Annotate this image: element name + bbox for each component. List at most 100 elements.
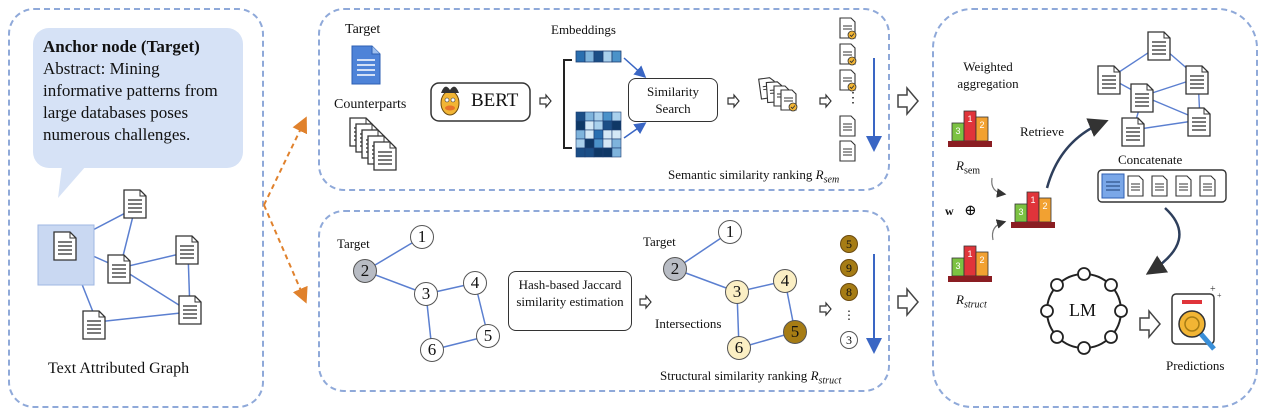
- embedding-cell: [611, 147, 622, 158]
- embedding-cell: [575, 138, 586, 149]
- semantic-ranking-caption: Semantic similarity ranking Rsem: [668, 167, 840, 186]
- retrieved-graph-docs: [1097, 31, 1211, 147]
- right-node-6: 6: [727, 336, 751, 360]
- right-node-5: 5: [783, 320, 807, 344]
- ranked-doc-stack: [758, 76, 798, 112]
- embedding-cell: [602, 147, 613, 158]
- embedding-cell: [593, 147, 604, 158]
- left-node-5: 5: [476, 324, 500, 348]
- right-node-2: 2: [663, 257, 687, 281]
- r-sem-label: Rsem: [956, 158, 981, 177]
- embedding-cell: [593, 111, 604, 122]
- left-panel-caption: Text Attributed Graph: [48, 360, 190, 377]
- aggregated-ranking-podium: 312: [1011, 191, 1055, 228]
- podium-rank-label: 3: [1018, 207, 1023, 217]
- podium-rank-label: 2: [1042, 201, 1047, 211]
- podium-rank-label: 2: [979, 120, 984, 130]
- graph-doc: [178, 295, 202, 325]
- target-label: Target: [345, 22, 381, 37]
- embedding-cell: [575, 147, 586, 158]
- oplus-symbol: ⊕: [964, 203, 977, 219]
- podium-rank-label: 1: [967, 249, 972, 259]
- embedding-cell: [593, 129, 604, 140]
- embedding-cell: [611, 138, 622, 149]
- podium-rank-label: 3: [955, 261, 960, 271]
- embedding-cell: [593, 120, 604, 131]
- embedding-cell: [575, 129, 586, 140]
- left-node-3: 3: [414, 282, 438, 306]
- embedding-cell: [602, 129, 613, 140]
- lm-label: LM: [1069, 300, 1096, 320]
- bubble-abstract: Abstract: Mining informative patterns fr…: [43, 59, 218, 144]
- lm-to-prediction-arrow: [1139, 308, 1161, 340]
- concatenated-docs: [1101, 173, 1216, 199]
- left-node-4: 4: [463, 271, 487, 295]
- prediction-magnifier-icon: + +: [1171, 284, 1222, 351]
- retrieve-arrow: [1045, 118, 1109, 189]
- graph-doc: [123, 189, 147, 219]
- embedding-cell: [584, 138, 595, 149]
- ranking-item: 5: [840, 235, 858, 253]
- podium-base: [948, 141, 992, 147]
- svg-text:+: +: [1217, 291, 1222, 300]
- bert-mascot-icon: [440, 86, 460, 116]
- structural-ranking-caption: Structural similarity ranking Rstruct: [660, 368, 842, 387]
- embedding-cell: [593, 138, 604, 149]
- ranking-item: 8: [840, 283, 858, 301]
- graph-doc: [107, 254, 131, 284]
- embedding-cell: [584, 111, 595, 122]
- bubble-tail: [58, 166, 86, 198]
- lm-ring-nodes: [1040, 267, 1128, 355]
- counterparts-label: Counterparts: [334, 97, 407, 112]
- podium-base: [1011, 222, 1055, 228]
- right-node-4: 4: [773, 269, 797, 293]
- podium-base: [948, 276, 992, 282]
- embedding-cell: [584, 129, 595, 140]
- weighted-aggregation-label: Weighted aggregation: [957, 59, 1019, 91]
- r-struct-label: Rstruct: [956, 292, 987, 311]
- embedding-cell: [584, 120, 595, 131]
- matrix-to-search-arrow: [623, 122, 647, 139]
- podium-rank-label: 1: [967, 114, 972, 124]
- svg-text:+: +: [1210, 284, 1216, 295]
- embedding-cell: [611, 129, 622, 140]
- target-embedding-vector: [575, 50, 622, 63]
- hollow-arrows-sem: [539, 93, 832, 109]
- counterpart-embedding-matrix: [575, 111, 622, 158]
- semantic-ranking-podium: 312: [948, 110, 992, 147]
- graph-doc: [175, 235, 199, 265]
- embeddings-label: Embeddings: [551, 22, 616, 37]
- bubble-title: Anchor node (Target): [43, 37, 200, 56]
- structural-ranking-podium: 312: [948, 245, 992, 282]
- podium-rank-label: 2: [979, 255, 984, 265]
- graph-doc-anchor: [53, 231, 77, 261]
- embedding-cell: [602, 111, 613, 122]
- predictions-label: Predictions: [1166, 358, 1225, 373]
- graph-doc: [82, 310, 106, 340]
- semantic-similarity-panel: [318, 8, 890, 191]
- concatenate-label: Concatenate: [1118, 152, 1183, 167]
- similarity-search-box: Similarity Search: [628, 78, 718, 122]
- hash-jaccard-label: Hash-based Jaccard similarity estimation: [516, 277, 624, 309]
- left-node-2: 2: [353, 259, 377, 283]
- aggregation-curl-arrows: [991, 177, 1007, 241]
- ranking-item: 9: [840, 259, 858, 277]
- embedding-cell: [575, 120, 586, 131]
- struct-target-right: Target: [643, 234, 676, 249]
- embedding-cell: [602, 120, 613, 131]
- right-node-1: 1: [718, 220, 742, 244]
- similarity-search-label: Similarity Search: [647, 84, 699, 116]
- podium-rank-label: 3: [955, 126, 960, 136]
- concat-to-lm-arrow: [1145, 207, 1181, 275]
- retrieval-prediction-panel: [932, 8, 1258, 408]
- panel-transition-arrows: [897, 85, 919, 318]
- embeddings-bracket: [563, 59, 572, 149]
- anchor-node-bubble: Anchor node (Target) Abstract: Mining in…: [33, 28, 243, 168]
- structural-similarity-panel: [318, 210, 890, 392]
- right-node-3: 3: [725, 280, 749, 304]
- embedding-cell: [611, 111, 622, 122]
- embedding-cell: [584, 147, 595, 158]
- target-doc-icon: [351, 45, 381, 85]
- bert-label: BERT: [471, 90, 519, 111]
